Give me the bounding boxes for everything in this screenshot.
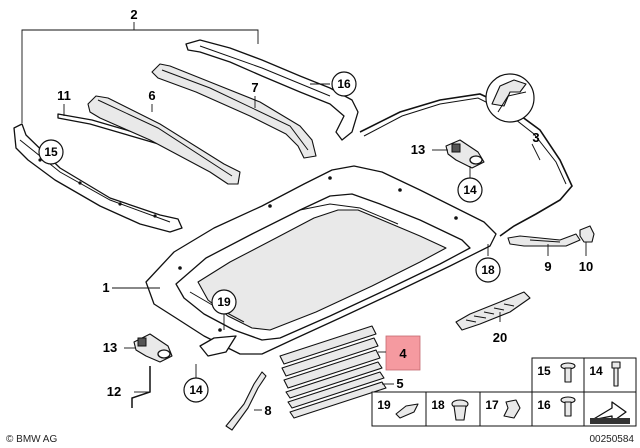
part-16-right-rail[interactable] bbox=[185, 39, 359, 141]
clip-19-icon bbox=[395, 403, 419, 419]
part-5-sunblind-bars[interactable] bbox=[285, 361, 387, 419]
footer: © BMW AG 00250584 bbox=[6, 434, 634, 445]
callout-14-top[interactable]: 14 bbox=[463, 183, 477, 197]
part-13-drive-motor-top[interactable] bbox=[445, 139, 485, 169]
screw-14-icon bbox=[611, 361, 621, 387]
legend-19[interactable]: 19 bbox=[377, 398, 391, 412]
circled-callouts: 15 16 14 18 19 14 bbox=[38, 71, 501, 403]
part-6-wind-deflector[interactable] bbox=[87, 95, 241, 185]
callout-4[interactable]: 4 bbox=[399, 346, 407, 361]
callout-10[interactable]: 10 bbox=[579, 259, 593, 274]
callout-14-bottom[interactable]: 14 bbox=[189, 383, 203, 397]
screw-16-icon bbox=[560, 396, 576, 417]
callout-16[interactable]: 16 bbox=[337, 77, 351, 91]
diagram-number: 00250584 bbox=[590, 434, 635, 445]
part-9-drive-shaft[interactable] bbox=[507, 233, 581, 247]
callout-13-top[interactable]: 13 bbox=[411, 142, 425, 157]
clip-17-icon bbox=[503, 399, 521, 419]
screw-15-icon bbox=[560, 362, 576, 383]
callout-11[interactable]: 11 bbox=[57, 88, 71, 103]
callout-20[interactable]: 20 bbox=[493, 330, 507, 345]
part-1-frame[interactable] bbox=[145, 165, 497, 357]
callout-5[interactable]: 5 bbox=[396, 376, 403, 391]
legend-18[interactable]: 18 bbox=[431, 398, 445, 412]
part-2-bracket bbox=[21, 22, 259, 123]
callout-6[interactable]: 6 bbox=[148, 88, 155, 103]
callout-9[interactable]: 9 bbox=[544, 259, 551, 274]
highlight-box-4 bbox=[385, 335, 421, 371]
callouts: 2 11 6 7 3 13 1 9 10 20 4 5 13 12 8 bbox=[57, 7, 593, 418]
callout-15[interactable]: 15 bbox=[44, 145, 58, 159]
cable-detail-view bbox=[485, 73, 535, 123]
callout-2[interactable]: 2 bbox=[130, 7, 137, 22]
plug-18-icon bbox=[451, 399, 469, 421]
part-12-cable[interactable] bbox=[131, 366, 151, 408]
callout-8[interactable]: 8 bbox=[264, 403, 271, 418]
legend-15[interactable]: 15 bbox=[537, 364, 551, 378]
callout-1[interactable]: 1 bbox=[102, 280, 109, 295]
arrow-symbol-icon bbox=[590, 401, 630, 424]
callout-3[interactable]: 3 bbox=[532, 130, 539, 145]
part-10-cap[interactable] bbox=[579, 225, 595, 243]
callout-7[interactable]: 7 bbox=[251, 80, 258, 95]
part-13-drive-motor-bottom[interactable] bbox=[133, 333, 173, 363]
part-8-drain-hose[interactable] bbox=[225, 371, 267, 431]
legend-16[interactable]: 16 bbox=[537, 398, 551, 412]
fastener-legend: 15 14 16 19 18 17 bbox=[371, 357, 637, 427]
legend-17[interactable]: 17 bbox=[485, 398, 499, 412]
callout-13-bottom[interactable]: 13 bbox=[103, 340, 117, 355]
callout-18[interactable]: 18 bbox=[481, 263, 495, 277]
callout-19[interactable]: 19 bbox=[217, 295, 231, 309]
leader-lines bbox=[63, 83, 587, 411]
legend-14[interactable]: 14 bbox=[589, 364, 603, 378]
part-20-guide[interactable] bbox=[455, 291, 531, 331]
part-4-sunblind[interactable] bbox=[279, 325, 381, 389]
callout-12[interactable]: 12 bbox=[107, 384, 121, 399]
copyright-text: © BMW AG bbox=[6, 434, 57, 445]
part-7-cross-member[interactable] bbox=[151, 63, 317, 159]
